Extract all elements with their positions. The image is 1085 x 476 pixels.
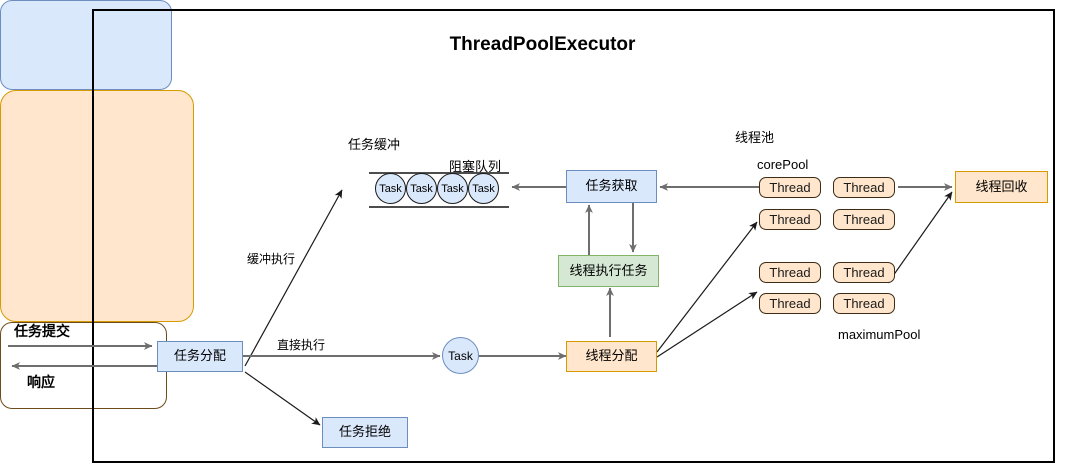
thread-dispatch-node[interactable]: 线程分配	[566, 341, 657, 372]
diagram-outer-frame	[92, 9, 1055, 463]
response-label: 响应	[27, 374, 55, 390]
edge-label-buffer-execute: 缓冲执行	[247, 252, 296, 266]
core-thread-1[interactable]: Thread	[833, 177, 895, 198]
thread-pool-container[interactable]	[0, 90, 194, 322]
submit-label: 任务提交	[14, 323, 70, 339]
maximum-thread-0[interactable]: Thread	[759, 262, 821, 283]
queue-task-0[interactable]: Task	[375, 173, 406, 204]
task-buffer-container[interactable]	[0, 0, 172, 90]
maximum-thread-2[interactable]: Thread	[759, 293, 821, 314]
page-title: ThreadPoolExecutor	[449, 34, 636, 55]
task-dispatch-node[interactable]: 任务分配	[157, 341, 243, 372]
core-thread-3[interactable]: Thread	[833, 209, 895, 230]
core-thread-2[interactable]: Thread	[759, 209, 821, 230]
task-circle-node[interactable]: Task	[442, 337, 479, 374]
maximum-thread-1[interactable]: Thread	[833, 262, 895, 283]
task-fetch-node[interactable]: 任务获取	[566, 170, 657, 203]
thread-recycle-node[interactable]: 线程回收	[955, 171, 1048, 203]
edge-label-direct-execute: 直接执行	[277, 338, 326, 352]
core-thread-0[interactable]: Thread	[759, 177, 821, 198]
maximum-pool-label: maximumPool	[838, 327, 921, 342]
blocking-queue-label: 阻塞队列	[449, 159, 502, 174]
task-reject-node[interactable]: 任务拒绝	[322, 417, 408, 448]
task-buffer-title: 任务缓冲	[348, 137, 401, 152]
thread-execute-task-node[interactable]: 线程执行任务	[558, 255, 659, 287]
queue-task-1[interactable]: Task	[406, 173, 437, 204]
queue-task-2[interactable]: Task	[437, 173, 468, 204]
maximum-thread-3[interactable]: Thread	[833, 293, 895, 314]
thread-pool-title: 线程池	[735, 130, 775, 145]
queue-task-3[interactable]: Task	[468, 173, 499, 204]
core-pool-label: corePool	[757, 157, 809, 172]
